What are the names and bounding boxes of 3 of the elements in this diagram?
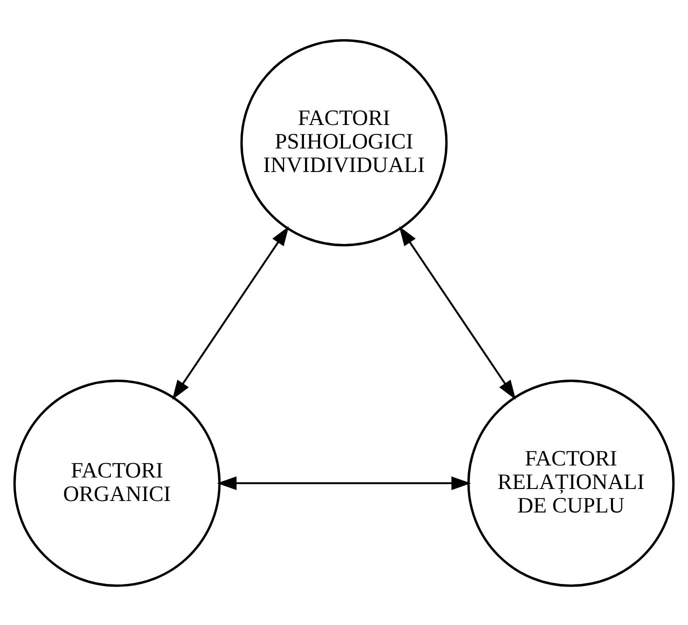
arrow	[399, 226, 516, 400]
arrow	[172, 226, 289, 400]
arrow	[217, 476, 471, 490]
